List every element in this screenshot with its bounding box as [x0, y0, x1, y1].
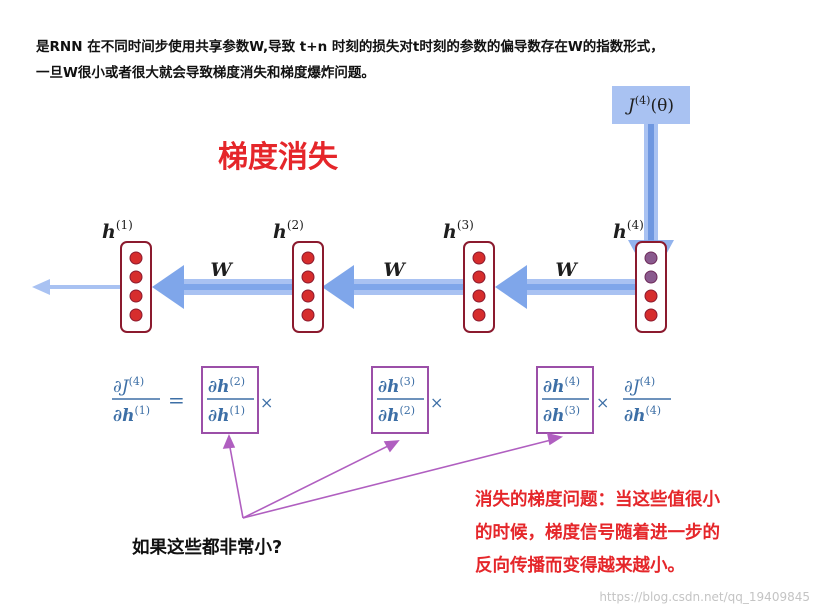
equation-rhs: ∂J(4) ∂h(4): [623, 375, 671, 426]
note-line-1: 消失的梯度问题：当这些值很小: [475, 490, 720, 510]
loss-argument: (θ): [650, 96, 674, 116]
loss-box: J(4)(θ): [612, 86, 690, 124]
equation-term-2: ∂h(3) ∂h(2): [371, 366, 429, 434]
question-text: 如果这些都非常小?: [132, 538, 283, 558]
svg-text:∂h(1): ∂h(1): [208, 404, 245, 426]
loss-symbol: J: [625, 96, 636, 116]
backprop-arrow-2-1: [152, 265, 293, 309]
pointer-lines: [222, 432, 564, 519]
weight-label-1: W: [210, 259, 233, 281]
hidden-node-4: [635, 241, 667, 333]
hidden-node-1: [120, 241, 152, 333]
intro-line-1: 是RNN 在不同时间步使用共享参数W,导致 t+n 时刻的损失对t时刻的参数的偏…: [36, 39, 664, 55]
equation-times-2: ×: [430, 393, 443, 412]
backprop-arrow-3-2: [322, 265, 463, 309]
equation-equals: =: [168, 388, 185, 412]
svg-text:∂h(2): ∂h(2): [208, 375, 245, 397]
backprop-arrow-4-3: [495, 265, 636, 309]
equation-times-3: ×: [596, 393, 609, 412]
hidden-node-2: [292, 241, 324, 333]
weight-label-2: W: [383, 259, 406, 281]
hidden-label-1: h(1): [102, 218, 133, 243]
svg-text:∂h(2): ∂h(2): [378, 404, 415, 426]
weight-label-3: W: [555, 259, 578, 281]
svg-text:∂h(1): ∂h(1): [113, 404, 150, 426]
svg-text:J(4)(θ): J(4)(θ): [625, 94, 674, 116]
hidden-label-2: h(2): [273, 218, 304, 243]
watermark: https://blog.csdn.net/qq_19409845: [599, 590, 810, 604]
hidden-label-3: h(3): [443, 218, 474, 243]
note-line-2: 的时候，梯度信号随着进一步的: [475, 523, 720, 543]
hidden-label-4: h(4): [613, 218, 644, 243]
svg-text:∂h(4): ∂h(4): [624, 404, 661, 426]
svg-text:∂h(3): ∂h(3): [543, 404, 580, 426]
backprop-arrow-out: [32, 279, 122, 295]
equation-term-1: ∂h(2) ∂h(1): [201, 366, 259, 434]
hidden-node-3: [463, 241, 495, 333]
note-line-3: 反向传播而变得越来越小。: [475, 556, 685, 576]
diagram-heading: 梯度消失: [218, 140, 338, 175]
svg-text:∂h(3): ∂h(3): [378, 375, 415, 397]
svg-text:∂J(4): ∂J(4): [113, 375, 144, 397]
vanishing-gradient-note: 消失的梯度问题：当这些值很小 的时候，梯度信号随着进一步的 反向传播而变得越来越…: [475, 484, 795, 583]
equation-term-3: ∂h(4) ∂h(3): [536, 366, 594, 434]
svg-text:∂J(4): ∂J(4): [624, 375, 655, 397]
diagram-panel: [22, 92, 798, 606]
loss-superscript: (4): [635, 94, 651, 107]
equation-lhs: ∂J(4) ∂h(1): [112, 375, 160, 426]
intro-line-2: 一旦W很小或者很大就会导致梯度消失和梯度爆炸问题。: [36, 65, 375, 81]
equation-times-1: ×: [260, 393, 273, 412]
intro-text: 是RNN 在不同时间步使用共享参数W,导致 t+n 时刻的损失对t时刻的参数的偏…: [36, 34, 806, 86]
svg-text:∂h(4): ∂h(4): [543, 375, 580, 397]
